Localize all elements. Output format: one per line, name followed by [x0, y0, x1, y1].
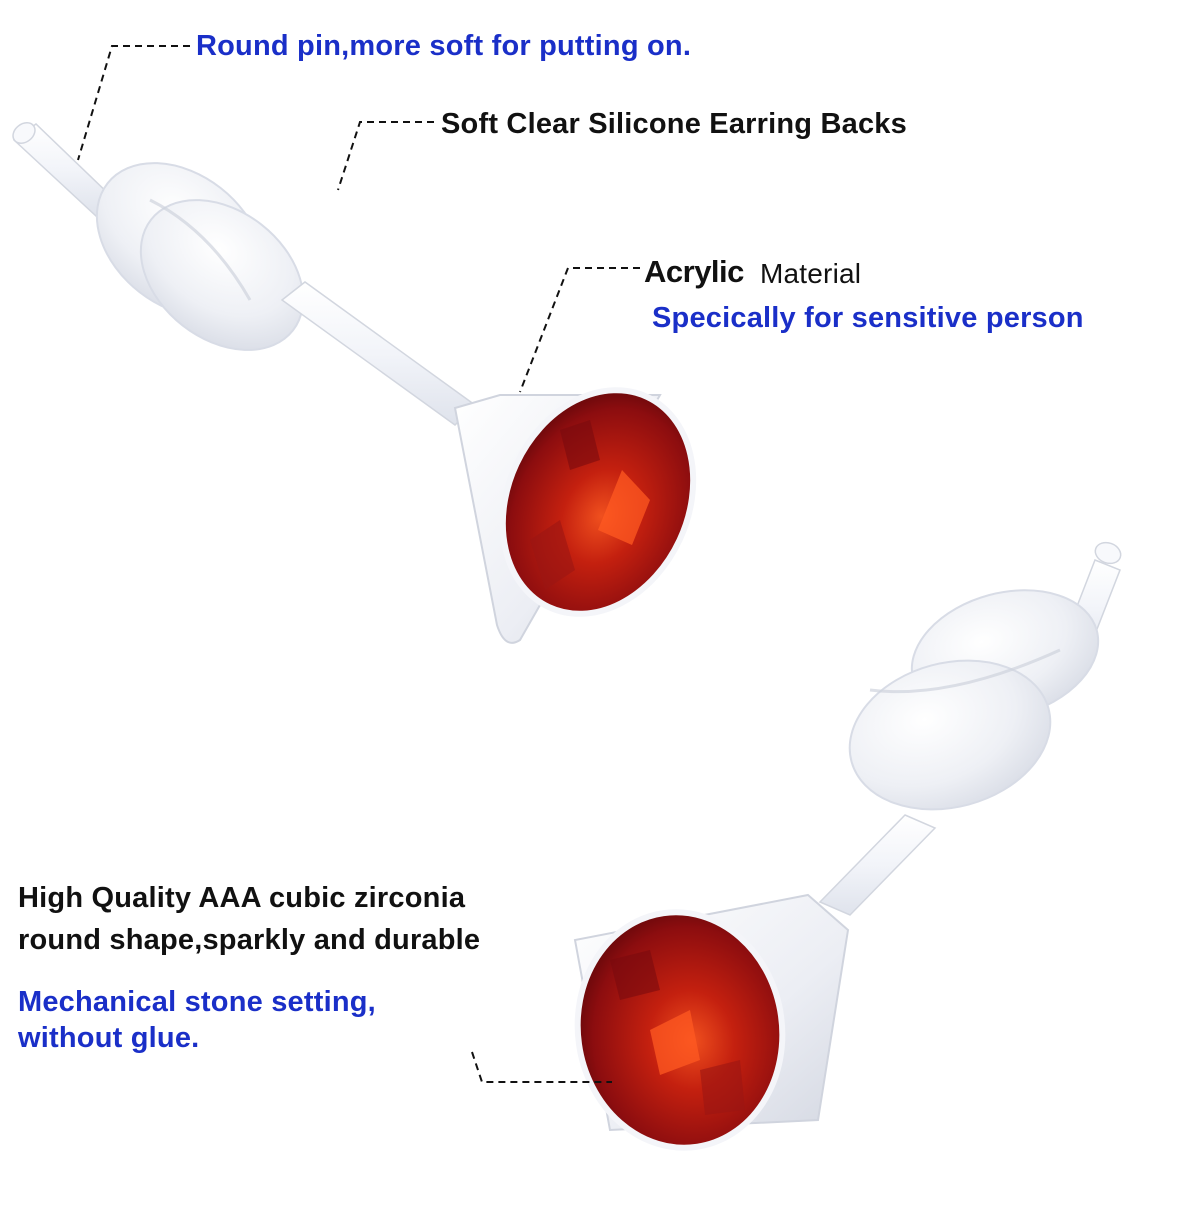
label-material: Material: [760, 258, 862, 289]
label-silicone-backs: Soft Clear Silicone Earring Backs: [441, 108, 907, 140]
earring-top: [12, 122, 697, 644]
pin-top-front: [280, 281, 477, 426]
pin-tip-top: [12, 122, 36, 144]
callout-lines: [77, 45, 640, 1083]
silicone-back-top: [95, 162, 305, 351]
label-acrylic: Acrylic: [644, 254, 744, 289]
callout-line-backs: [337, 121, 434, 191]
label-mechanical-line1: Mechanical stone setting,: [18, 986, 376, 1018]
pin-bottom-front: [818, 814, 937, 916]
label-sensitive: Specically for sensitive person: [652, 302, 1084, 334]
silicone-back-bottom: [848, 589, 1100, 811]
label-round-pin: Round pin,more soft for putting on.: [196, 30, 692, 62]
label-mechanical-line2: without glue.: [18, 1022, 200, 1054]
label-zirconia-line2: round shape,sparkly and durable: [18, 924, 481, 956]
earring-bottom: [573, 541, 1122, 1151]
callout-line-acrylic: [519, 267, 640, 393]
pin-tip-bottom: [1094, 541, 1122, 565]
label-zirconia-line1: High Quality AAA cubic zirconia: [18, 882, 466, 914]
callout-line-pin: [77, 45, 190, 161]
